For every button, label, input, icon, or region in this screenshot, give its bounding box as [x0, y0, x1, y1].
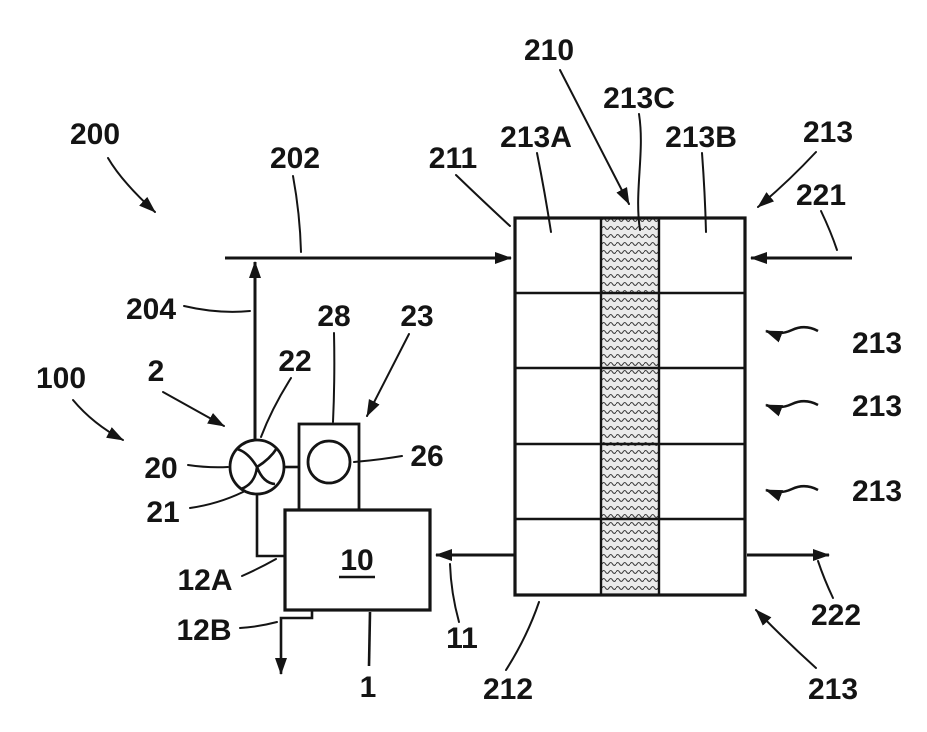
label-213-top-right: 213 — [803, 116, 853, 149]
leader-221 — [820, 210, 838, 251]
leader-213A — [536, 152, 552, 233]
label-10: 10 — [340, 544, 373, 577]
reference-labels: 200 202 211 213A 210 213C 213B 213 221 2… — [36, 34, 902, 706]
leader-200 — [107, 157, 156, 213]
box-10-outline — [283, 508, 432, 612]
label-20: 20 — [144, 452, 177, 485]
label-213-right-3: 213 — [852, 475, 902, 508]
wavy-arrow-213 — [765, 484, 819, 502]
label-213B: 213B — [665, 121, 737, 154]
label-221: 221 — [796, 179, 846, 212]
label-211: 211 — [429, 142, 477, 175]
leader-20 — [187, 464, 229, 469]
leader-22 — [260, 377, 292, 438]
leader-213-top-right — [757, 151, 817, 208]
fan-blade-icon — [240, 466, 259, 491]
label-200: 200 — [70, 118, 120, 151]
label-21: 21 — [146, 496, 179, 529]
label-11: 11 — [446, 622, 478, 655]
label-28: 28 — [317, 300, 350, 333]
label-213A: 213A — [500, 121, 572, 154]
leader-204 — [183, 305, 251, 313]
label-204: 204 — [126, 293, 176, 326]
fan-blade-icon — [255, 466, 276, 486]
leader-100 — [72, 399, 124, 441]
leader-212 — [505, 601, 540, 671]
label-100: 100 — [36, 362, 86, 395]
label-213-right-2: 213 — [852, 390, 902, 423]
leader-21 — [189, 491, 244, 509]
flow-lines — [225, 252, 852, 675]
wavy-arrow-213 — [765, 325, 819, 343]
stack-hatched-column-213C — [601, 218, 659, 595]
label-212: 212 — [483, 673, 533, 706]
leader-211 — [455, 174, 511, 227]
label-213-bottom-right: 213 — [808, 673, 858, 706]
stack-unit-210 — [513, 216, 747, 597]
drain-pipe-12B — [275, 610, 314, 675]
leader-210 — [559, 69, 630, 205]
leader-213-bottom-right — [755, 609, 817, 669]
side-flow-arrows-213 — [765, 325, 819, 502]
label-12A: 12A — [177, 564, 232, 597]
fan-blade-icon — [256, 447, 279, 469]
label-23: 23 — [400, 300, 433, 333]
label-213C: 213C — [603, 82, 675, 115]
leader-12A — [241, 558, 277, 577]
compressor-to-box-line-12A — [255, 494, 285, 558]
label-202: 202 — [270, 142, 320, 175]
label-213-right-1: 213 — [852, 327, 902, 360]
leader-26 — [353, 455, 403, 463]
leader-202 — [292, 175, 302, 253]
leader-222 — [817, 560, 834, 599]
label-2: 2 — [148, 355, 165, 388]
leader-lines — [72, 69, 838, 671]
leader-23 — [366, 333, 410, 417]
compressor-20 — [228, 438, 286, 496]
leader-213C — [637, 113, 642, 231]
label-26: 26 — [410, 440, 443, 473]
leader-28 — [332, 332, 336, 423]
leader-11 — [449, 563, 460, 623]
label-1: 1 — [360, 671, 377, 704]
leader-213B — [701, 152, 707, 233]
label-222: 222 — [811, 599, 861, 632]
label-210: 210 — [524, 34, 574, 67]
sensor-circle-26 — [306, 439, 352, 485]
leader-12B — [239, 621, 278, 629]
leader-2 — [162, 391, 225, 427]
stack-outline — [513, 216, 747, 597]
label-12B: 12B — [176, 614, 231, 647]
valve-unit-23 — [297, 422, 361, 512]
control-box-10 — [283, 508, 432, 612]
wavy-arrow-213 — [765, 399, 819, 417]
fan-blade-icon — [236, 447, 259, 468]
leader-line-1 — [367, 611, 372, 667]
label-22: 22 — [278, 345, 311, 378]
